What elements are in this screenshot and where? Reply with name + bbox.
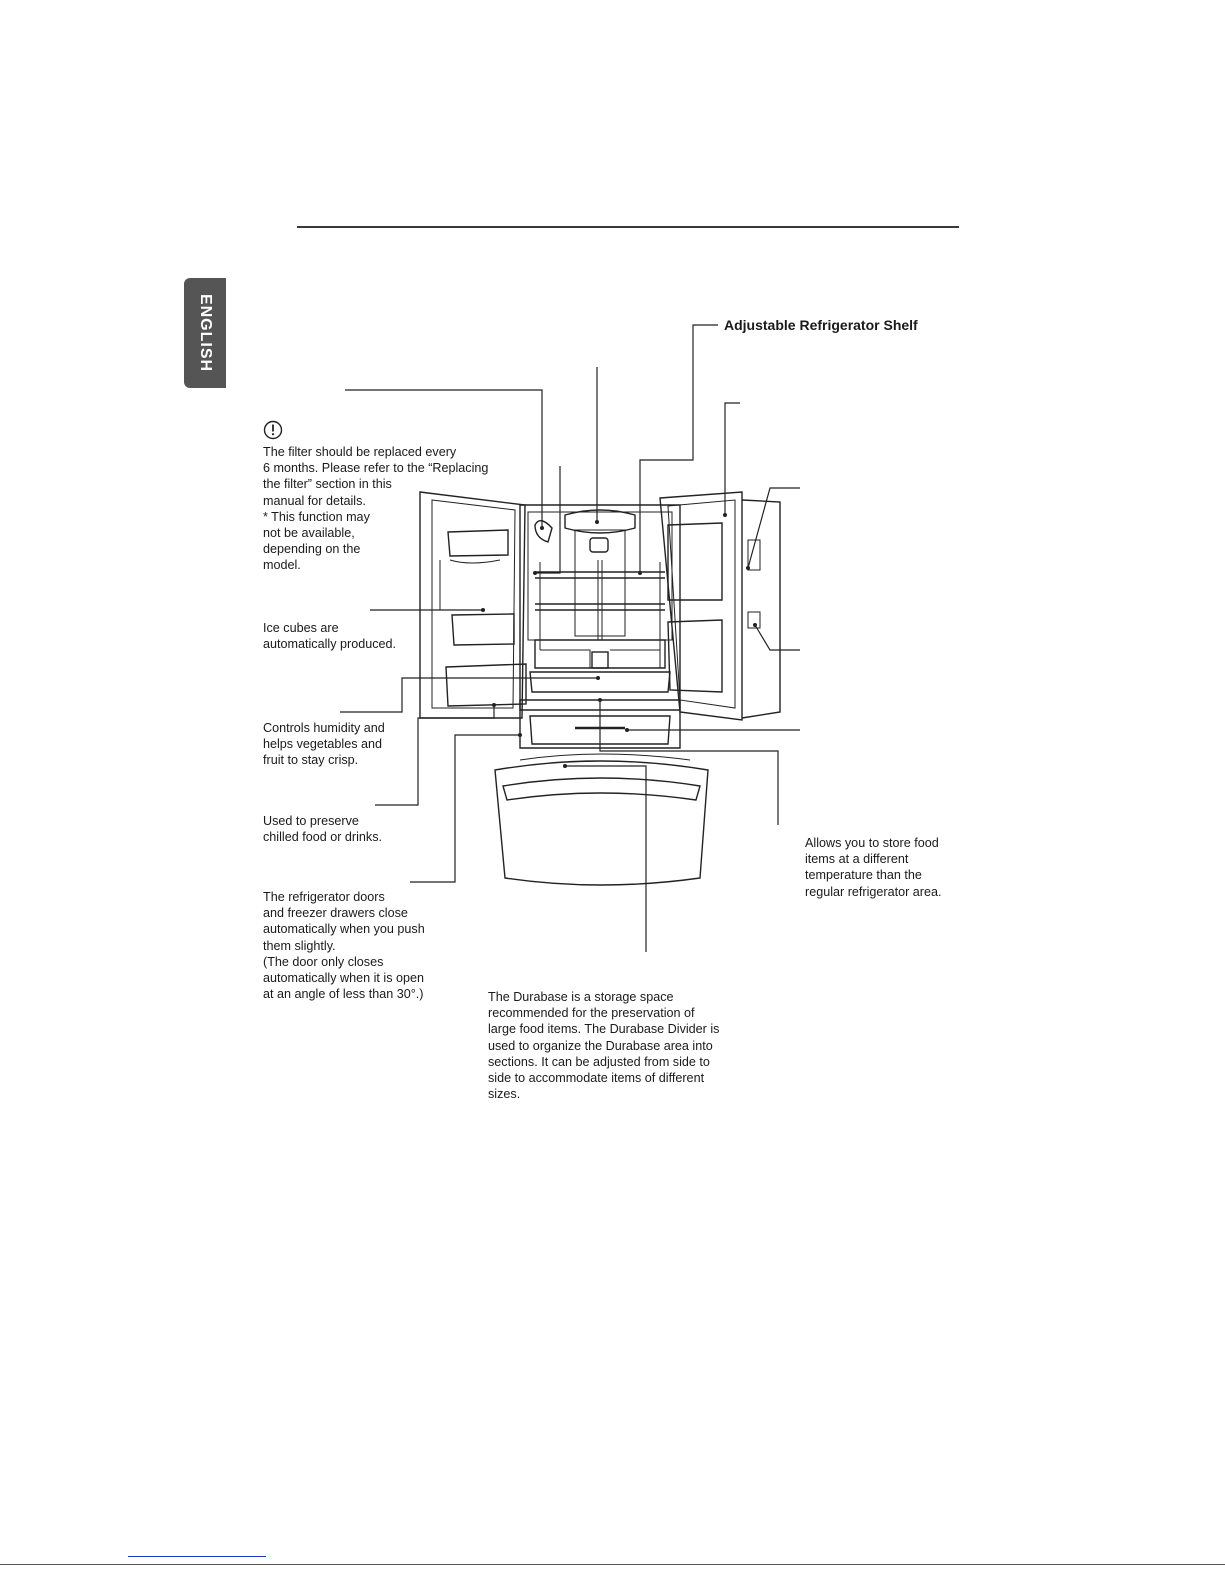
leader-lines	[340, 324, 800, 952]
leader-shelf-left	[535, 466, 561, 574]
leader-filter	[345, 389, 543, 528]
leader-door-bin	[747, 487, 800, 569]
right-door	[659, 491, 781, 721]
leader-durabase	[565, 765, 647, 952]
leader-door	[724, 402, 740, 515]
leader-pantry-2	[599, 700, 779, 825]
shelf-heading: Adjustable Refrigerator Shelf	[724, 317, 918, 333]
doors-description: The refrigerator doors and freezer drawe…	[263, 890, 425, 1002]
leader-shelf	[639, 324, 718, 573]
leader-ice-tray	[754, 624, 800, 651]
right-bin-1	[667, 522, 723, 601]
header-rule	[297, 226, 959, 228]
right-bin-2	[667, 619, 723, 693]
left-door	[419, 491, 553, 719]
freezer-drawer	[494, 760, 709, 886]
crisper-description: Controls humidity and helps vegetables a…	[263, 721, 385, 768]
caution-icon	[263, 420, 283, 440]
door-bin-1	[447, 529, 509, 557]
leader-glide	[340, 677, 598, 713]
door-bin-3	[445, 663, 527, 707]
pantry-description: Allows you to store food items at a diff…	[805, 836, 942, 899]
footer-rule	[0, 1564, 1225, 1565]
shelf-lower	[535, 603, 665, 611]
crisper-drawers	[534, 639, 666, 669]
footer-link-underline	[128, 1556, 266, 1557]
shelf-upper	[535, 571, 665, 579]
language-tab: ENGLISH	[184, 278, 226, 388]
durabase-description: The Durabase is a storage space recommen…	[488, 990, 720, 1102]
chill-description: Used to preserve chilled food or drinks.	[263, 814, 383, 845]
ice-description: Ice cubes are automatically produced.	[263, 621, 397, 652]
glide-drawer	[529, 671, 671, 693]
filter-cap	[534, 520, 553, 543]
leader-doors	[410, 734, 520, 883]
cabinet	[494, 504, 709, 886]
pantry-drawer	[529, 715, 671, 745]
filter-note: The filter should be replaced every 6 mo…	[263, 445, 489, 573]
light-cover	[564, 509, 636, 534]
door-bin-2	[451, 613, 515, 646]
leader-chill	[375, 705, 495, 806]
